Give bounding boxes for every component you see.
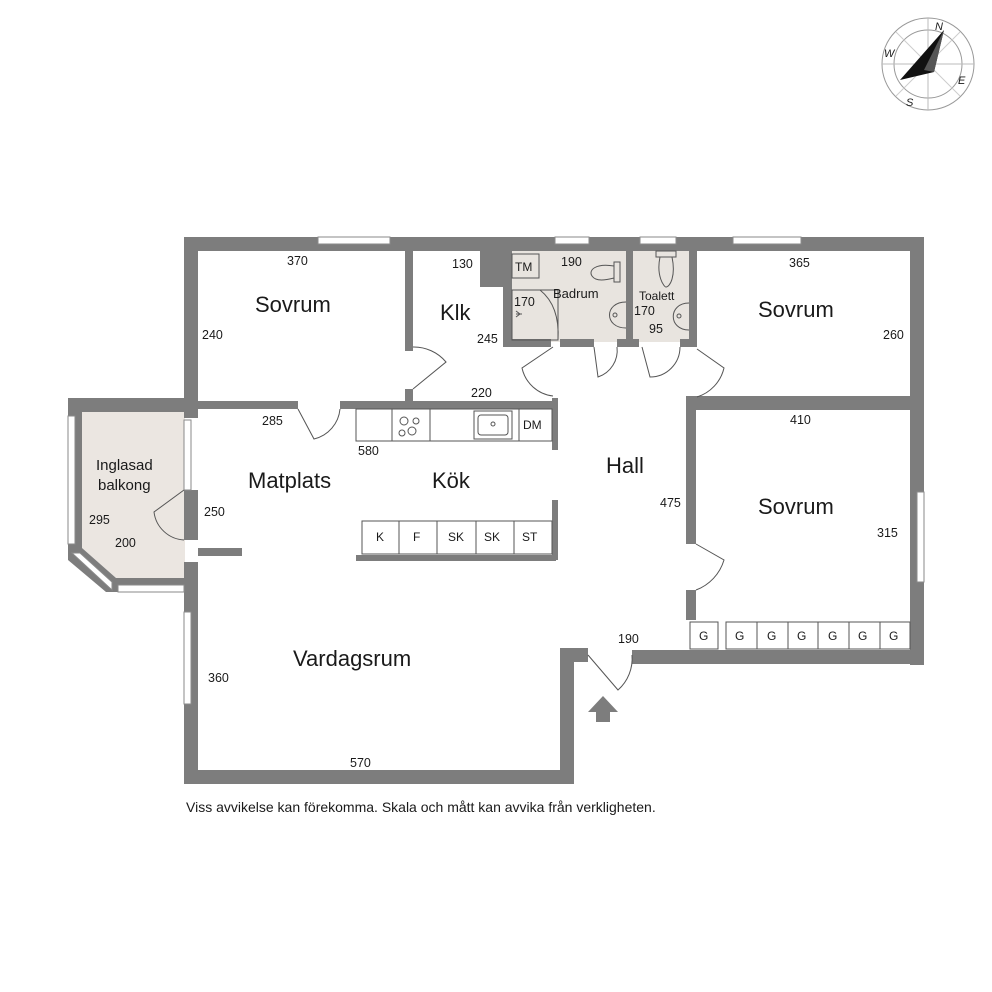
sink-icon <box>672 302 690 331</box>
closets <box>689 621 911 650</box>
compass-e: E <box>958 75 966 87</box>
toilet-floor <box>633 250 689 342</box>
unit-g-4: G <box>797 629 806 643</box>
dim-toalett-w: 95 <box>649 322 663 336</box>
kitchen-bottom-counter <box>361 520 553 555</box>
dim-sovrum-e-h: 315 <box>877 526 898 540</box>
room-label-hall: Hall <box>606 453 644 478</box>
unit-dm: DM <box>523 418 542 432</box>
dim-balkong-h: 295 <box>89 513 110 527</box>
windows <box>67 236 925 705</box>
room-label-badrum: Badrum <box>553 286 599 301</box>
room-label-sovrum-e: Sovrum <box>758 494 834 519</box>
dim-badrum-h: 170 <box>514 295 535 309</box>
unit-g-1: G <box>699 629 708 643</box>
dim-hall-door: 190 <box>618 632 639 646</box>
dim-badrum-w: 190 <box>561 255 582 269</box>
room-label-kok: Kök <box>432 468 471 493</box>
bathroom-fixtures <box>511 253 627 341</box>
wc-icon <box>655 250 677 288</box>
room-label-sovrum-ne: Sovrum <box>758 297 834 322</box>
compass-w: W <box>884 48 896 60</box>
interior-walls <box>184 251 910 620</box>
entrance-arrow-icon <box>588 696 618 722</box>
toilet-fixtures <box>655 250 690 331</box>
compass-s: S <box>906 97 914 109</box>
dim-vardagsrum-w: 570 <box>350 756 371 770</box>
unit-f: F <box>413 530 420 544</box>
dim-kok-w: 580 <box>358 444 379 458</box>
dim-hall-h: 475 <box>660 496 681 510</box>
shower-icon <box>515 310 522 318</box>
dim-klk-h: 245 <box>477 332 498 346</box>
unit-g-2: G <box>735 629 744 643</box>
dim-sovrum-nw-w: 370 <box>287 254 308 268</box>
wc-icon <box>590 261 621 283</box>
dim-vardagsrum-h: 360 <box>208 671 229 685</box>
dim-sovrum-ne-h: 260 <box>883 328 904 342</box>
dim-matplats-w: 285 <box>262 414 283 428</box>
room-label-klk: Klk <box>440 300 472 325</box>
dim-klk-w: 130 <box>452 257 473 271</box>
unit-k: K <box>376 530 384 544</box>
compass-n: N <box>935 21 943 33</box>
dim-klk-bottom: 220 <box>471 386 492 400</box>
balcony-floor <box>82 412 185 578</box>
dim-balkong-w: 200 <box>115 536 136 550</box>
compass-rose: N E S W <box>881 17 975 111</box>
unit-g-7: G <box>889 629 898 643</box>
unit-g-5: G <box>828 629 837 643</box>
room-label-matplats: Matplats <box>248 468 331 493</box>
unit-st: ST <box>522 530 538 544</box>
door-swings <box>153 346 725 691</box>
sink-icon <box>609 301 627 329</box>
kitchen-top-counter <box>355 408 553 442</box>
dim-sovrum-ne-w: 365 <box>789 256 810 270</box>
room-label-balkong-1: Inglasad <box>96 457 153 474</box>
room-label-balkong-2: balkong <box>98 477 151 494</box>
disclaimer-text: Viss avvikelse kan förekomma. Skala och … <box>186 799 656 815</box>
room-label-sovrum-nw: Sovrum <box>255 292 331 317</box>
unit-sk-2: SK <box>484 530 500 544</box>
unit-tm: TM <box>515 260 532 274</box>
dim-sovrum-nw-h: 240 <box>202 328 223 342</box>
room-label-toalett: Toalett <box>639 289 675 303</box>
dim-sovrum-e-w: 410 <box>790 413 811 427</box>
room-label-vardagsrum: Vardagsrum <box>293 646 411 671</box>
unit-sk-1: SK <box>448 530 464 544</box>
unit-g-3: G <box>767 629 776 643</box>
unit-g-6: G <box>858 629 867 643</box>
dim-matplats-h: 250 <box>204 505 225 519</box>
dim-toalett-h: 170 <box>634 304 655 318</box>
